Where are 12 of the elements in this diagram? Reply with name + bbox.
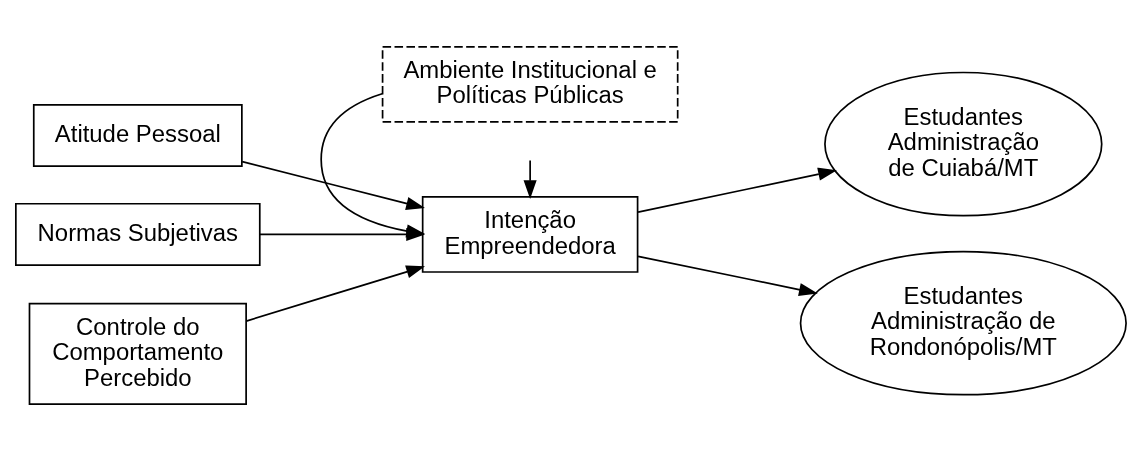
node-box: Intenção Empreendedora	[421, 195, 639, 273]
arrow	[245, 264, 426, 322]
arrow	[637, 167, 837, 213]
node-ellipse: Estudantes Administração de Cuiabá/MT	[824, 71, 1103, 216]
arrow	[241, 160, 425, 210]
arrow	[637, 255, 818, 296]
arrow	[320, 92, 426, 237]
arrow	[523, 159, 537, 199]
node-box: Normas Subjetivas	[15, 202, 261, 266]
node-box: Atitude Pessoal	[32, 103, 243, 167]
node-box: Controle do Comportamento Percebido	[28, 302, 247, 405]
node-box: Ambiente Institucional e Políticas Públicas	[381, 45, 679, 123]
